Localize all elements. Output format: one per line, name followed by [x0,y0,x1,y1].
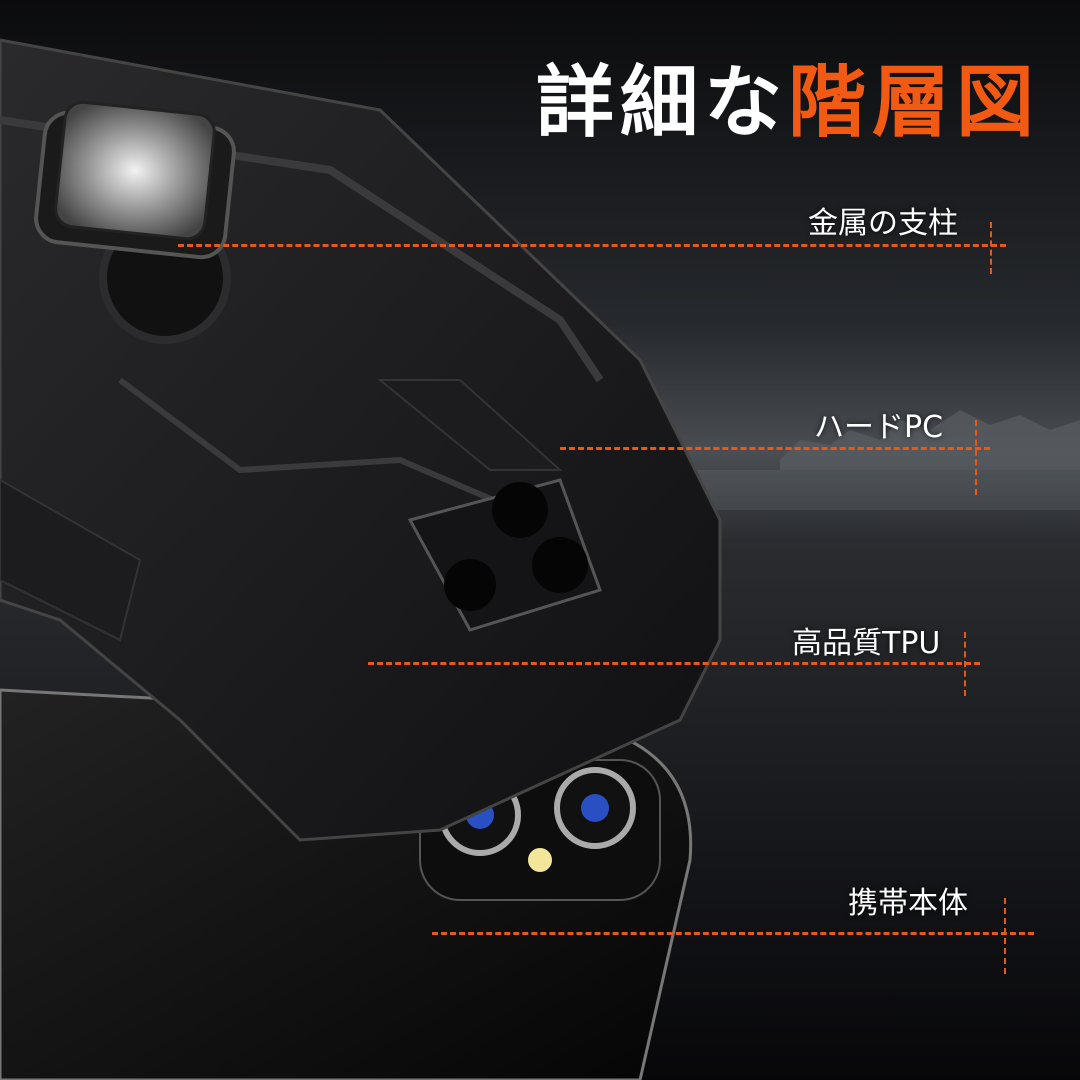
skyline [780,410,1080,470]
leader-tick-phone-body [1004,898,1006,974]
metal-ring-holder [34,100,236,260]
leader-line-high-quality-tpu [368,662,980,665]
title-part-white: 詳細な [535,58,788,148]
leader-tick-hard-pc [975,420,977,495]
page-title: 詳細な階層図 [536,40,1040,152]
layer-label-phone-body: 携帯本体 [848,886,968,921]
leader-tick-high-quality-tpu [964,632,966,696]
layer-label-hard-pc: ハードPC [814,410,944,445]
leader-line-phone-body [432,932,1034,935]
leader-line-metal-stand [178,244,1006,247]
layer-label-metal-stand: 金属の支柱 [808,206,958,241]
leader-line-hard-pc [560,447,990,450]
leader-tick-metal-stand [990,222,992,274]
title-part-orange: 階層図 [787,58,1040,148]
layer-label-high-quality-tpu: 高品質TPU [792,626,941,661]
